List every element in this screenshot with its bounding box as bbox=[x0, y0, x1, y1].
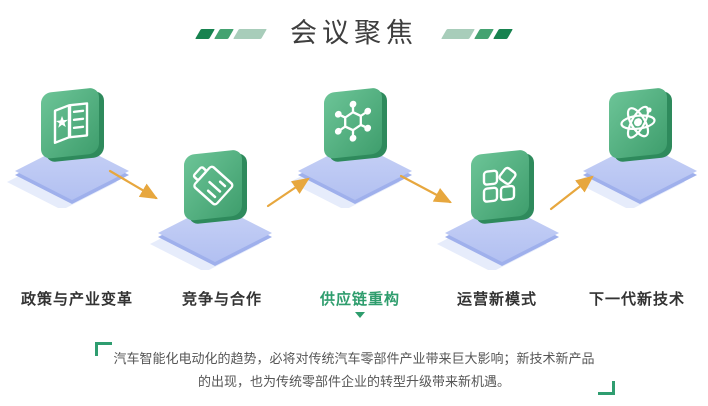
quote-text: 汽车智能化电动化的趋势，必将对传统汽车零部件产业带来巨大影响；新技术新产品的出现… bbox=[113, 351, 595, 389]
step-label-technology: 下一代新技术 bbox=[588, 291, 686, 308]
step-policy-unit bbox=[0, 78, 147, 210]
tile bbox=[324, 88, 387, 162]
arrow-up-right-icon bbox=[549, 175, 594, 211]
tile bbox=[609, 88, 672, 162]
platform bbox=[15, 142, 129, 200]
report-document-icon bbox=[150, 150, 272, 272]
tile bbox=[471, 150, 534, 224]
platform bbox=[583, 142, 697, 200]
step-label-policy: 政策与产业变革 bbox=[20, 291, 134, 308]
modules-grid-icon bbox=[437, 150, 559, 272]
step-technology-unit bbox=[565, 78, 708, 210]
step-supply-chain-unit bbox=[280, 78, 430, 210]
tile bbox=[184, 150, 247, 224]
atom-icon bbox=[575, 88, 697, 210]
quote-bracket-top-left-icon bbox=[95, 342, 112, 356]
arrow-down-right-icon bbox=[399, 174, 452, 204]
caret-down-icon bbox=[355, 312, 365, 318]
tile bbox=[41, 88, 104, 162]
section-header: 会议聚焦 bbox=[0, 20, 708, 47]
platform bbox=[445, 204, 559, 262]
step-operations-unit bbox=[427, 140, 577, 272]
arrow-up-right-icon bbox=[266, 177, 310, 208]
step-competition-unit bbox=[140, 140, 290, 272]
arrow-down-right-icon bbox=[108, 169, 158, 200]
summary-quote: 汽车智能化电动化的趋势，必将对传统汽车零部件产业带来巨大影响；新技术新产品的出现… bbox=[95, 342, 615, 395]
policy-book-icon bbox=[7, 88, 129, 210]
step-label-supply-chain: 供应链重构 bbox=[319, 291, 401, 308]
step-label-operations: 运营新模式 bbox=[456, 291, 538, 308]
step-label-competition: 竞争与合作 bbox=[181, 291, 263, 308]
platform bbox=[298, 142, 412, 200]
page-title: 会议聚焦 bbox=[290, 18, 418, 48]
quote-bracket-bottom-right-icon bbox=[598, 380, 615, 395]
network-hub-icon bbox=[290, 88, 412, 210]
platform bbox=[158, 204, 272, 262]
